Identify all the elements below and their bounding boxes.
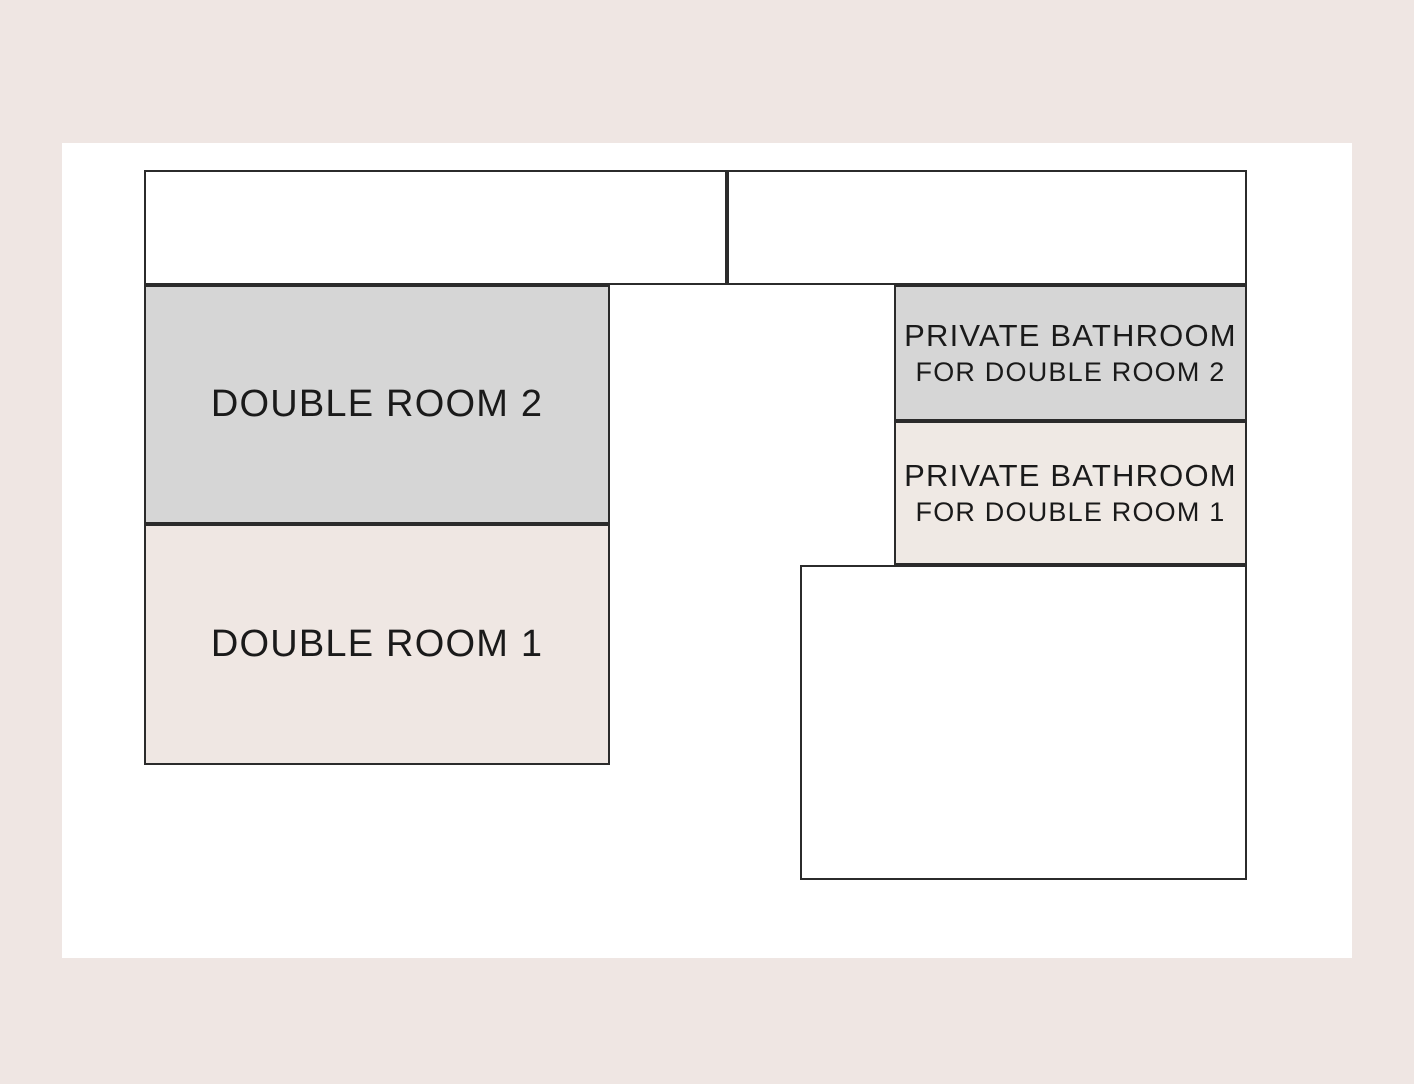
room-double-room-2-label: DOUBLE ROOM 2 bbox=[210, 382, 544, 425]
room-private-bathroom-for-double-room-1: PRIVATE BATHROOM FOR DOUBLE ROOM 1 bbox=[894, 421, 1247, 565]
bathroom-1-label-line-1: PRIVATE BATHROOM bbox=[904, 457, 1237, 493]
room-double-room-2: DOUBLE ROOM 2 bbox=[144, 285, 610, 524]
room-double-room-1-label: DOUBLE ROOM 1 bbox=[210, 622, 544, 665]
bathroom-1-label-line-2: FOR DOUBLE ROOM 1 bbox=[915, 497, 1226, 528]
room-double-room-1: DOUBLE ROOM 1 bbox=[144, 524, 610, 765]
bathroom-2-label-line-1: PRIVATE BATHROOM bbox=[904, 317, 1237, 353]
room-top-right-unlabeled bbox=[727, 170, 1247, 285]
floor-plan-sheet: DOUBLE ROOM 2 DOUBLE ROOM 1 PRIVATE BATH… bbox=[62, 143, 1352, 958]
room-bottom-right-unlabeled bbox=[800, 565, 1247, 880]
room-top-left-unlabeled bbox=[144, 170, 727, 285]
bathroom-2-label-line-2: FOR DOUBLE ROOM 2 bbox=[915, 357, 1226, 388]
room-private-bathroom-for-double-room-2: PRIVATE BATHROOM FOR DOUBLE ROOM 2 bbox=[894, 285, 1247, 421]
